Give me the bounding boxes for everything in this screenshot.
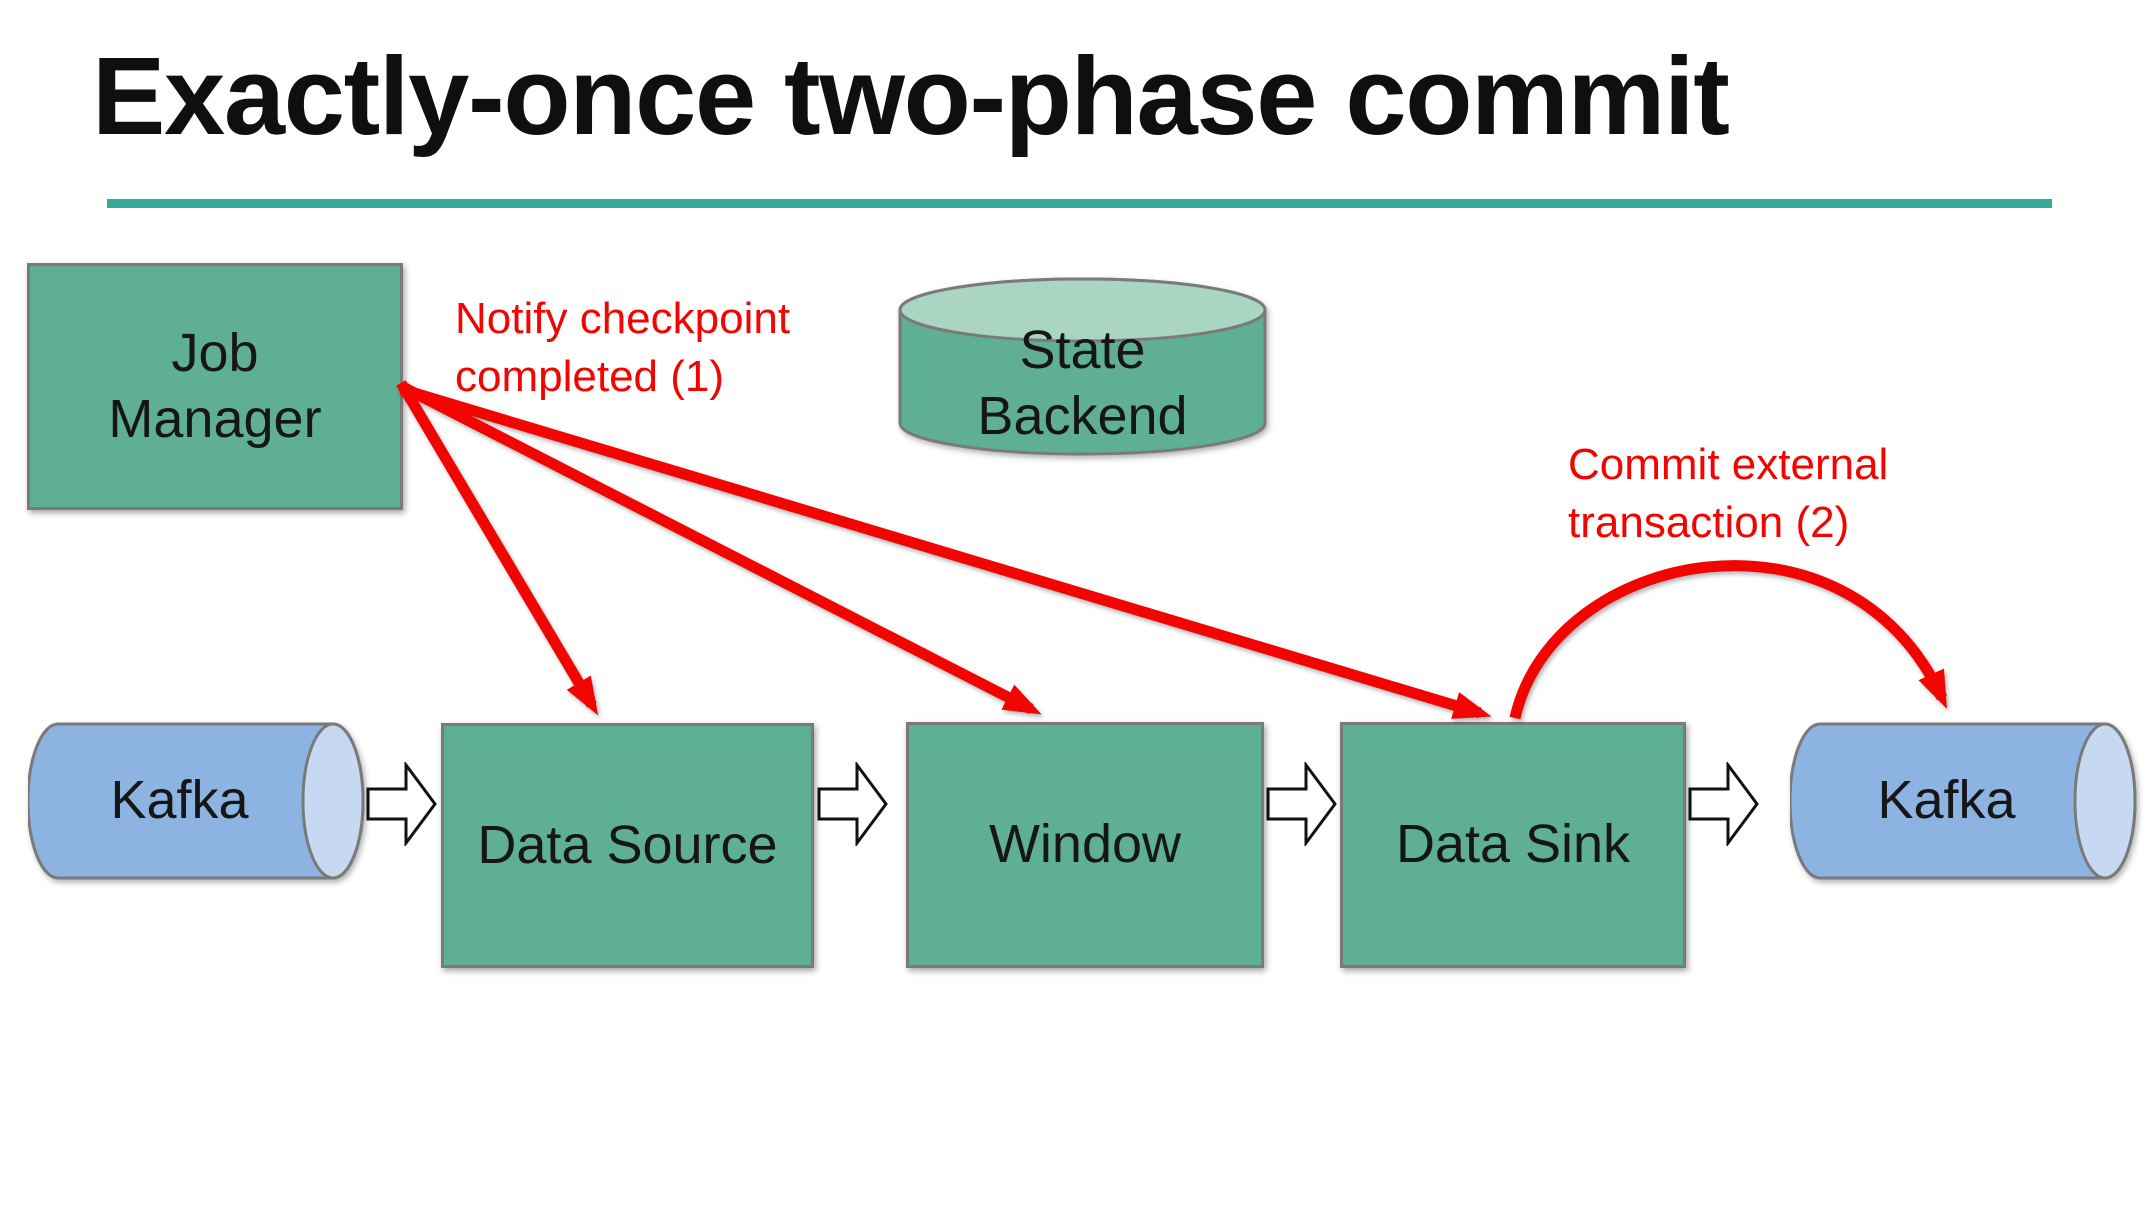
flow-arrow-3-icon [1266,762,1337,846]
node-data-source: Data Source [441,723,814,968]
flow-arrow-2-icon [817,762,888,846]
flow-arrow-4-icon [1688,762,1759,846]
commit-transaction-annotation: Commit external transaction (2) [1568,440,1889,548]
node-kafka-sink: Kafka [1790,722,2137,880]
job-manager-label: Job Manager [108,322,322,449]
node-data-sink: Data Sink [1340,722,1686,968]
pipe-cylinder-icon [1790,722,2137,880]
commit-arc-to-kafka [1509,560,1948,720]
kafka-right-label: Kafka [1877,770,2016,831]
node-window: Window [906,722,1264,968]
node-job-manager: Job Manager [27,263,403,510]
notify-arrow-to-data-source [396,380,599,716]
title-underline [107,199,2052,208]
data-source-label: Data Source [477,814,778,875]
notify-checkpoint-annotation: Notify checkpoint completed (1) [455,294,791,402]
node-kafka-source: Kafka [28,722,365,880]
kafka-left-label: Kafka [110,770,249,831]
node-state-backend: State Backend [898,277,1267,457]
data-sink-label: Data Sink [1395,814,1631,875]
window-label: Window [988,814,1182,875]
pipe-cylinder-icon [28,722,365,880]
state-backend-label: State Backend [977,320,1188,446]
slide-title: Exactly-once two-phase commit [92,35,1730,158]
flow-arrow-1-icon [366,762,437,846]
